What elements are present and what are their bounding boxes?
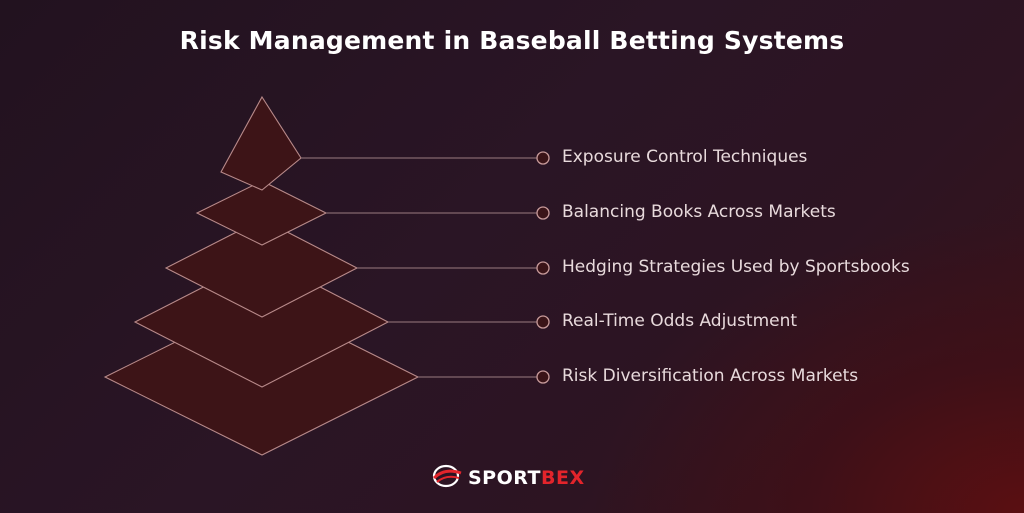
leader-dot-2 xyxy=(536,206,550,220)
level-label-1: Exposure Control Techniques xyxy=(562,147,808,167)
pyramid-layer-4 xyxy=(133,256,390,388)
level-label-4: Real-Time Odds Adjustment xyxy=(562,311,798,331)
brand-name: SPORTBEX xyxy=(468,467,585,489)
pyramid-layer-2 xyxy=(195,180,328,246)
leader-dot-1 xyxy=(536,151,550,165)
level-label-5: Risk Diversification Across Markets xyxy=(562,366,859,386)
level-label-3: Hedging Strategies Used by Sportsbooks xyxy=(562,257,910,277)
leader-dot-5 xyxy=(536,370,550,384)
pyramid-layer-3 xyxy=(164,218,359,318)
level-label-2: Balancing Books Across Markets xyxy=(562,202,836,222)
pyramid-apex xyxy=(220,95,302,191)
brand-name-part1: SPORT xyxy=(468,467,541,489)
brand-logo: SPORTBEX xyxy=(432,464,585,492)
leader-dot-3 xyxy=(536,261,550,275)
baseball-swoosh-icon xyxy=(432,464,462,493)
page-title: Risk Management in Baseball Betting Syst… xyxy=(179,26,845,55)
leader-dot-4 xyxy=(536,315,550,329)
brand-name-part2: BEX xyxy=(541,467,585,489)
